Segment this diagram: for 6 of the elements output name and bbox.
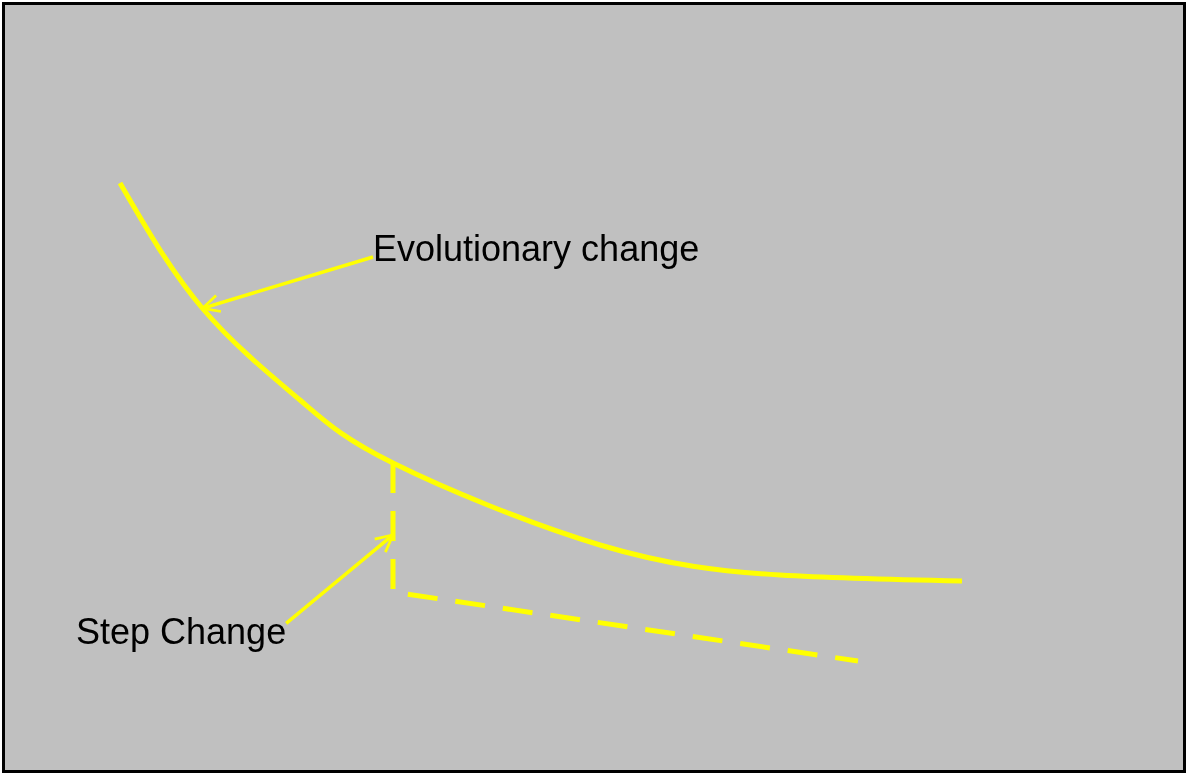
step-change-line: [390, 463, 859, 664]
leader-arrow: [285, 533, 395, 625]
leader-arrow: [201, 255, 374, 313]
annotation-label: Evolutionary change: [373, 228, 700, 270]
evolution-curve: [117, 181, 963, 584]
annotation-label: Step Change: [76, 611, 287, 653]
